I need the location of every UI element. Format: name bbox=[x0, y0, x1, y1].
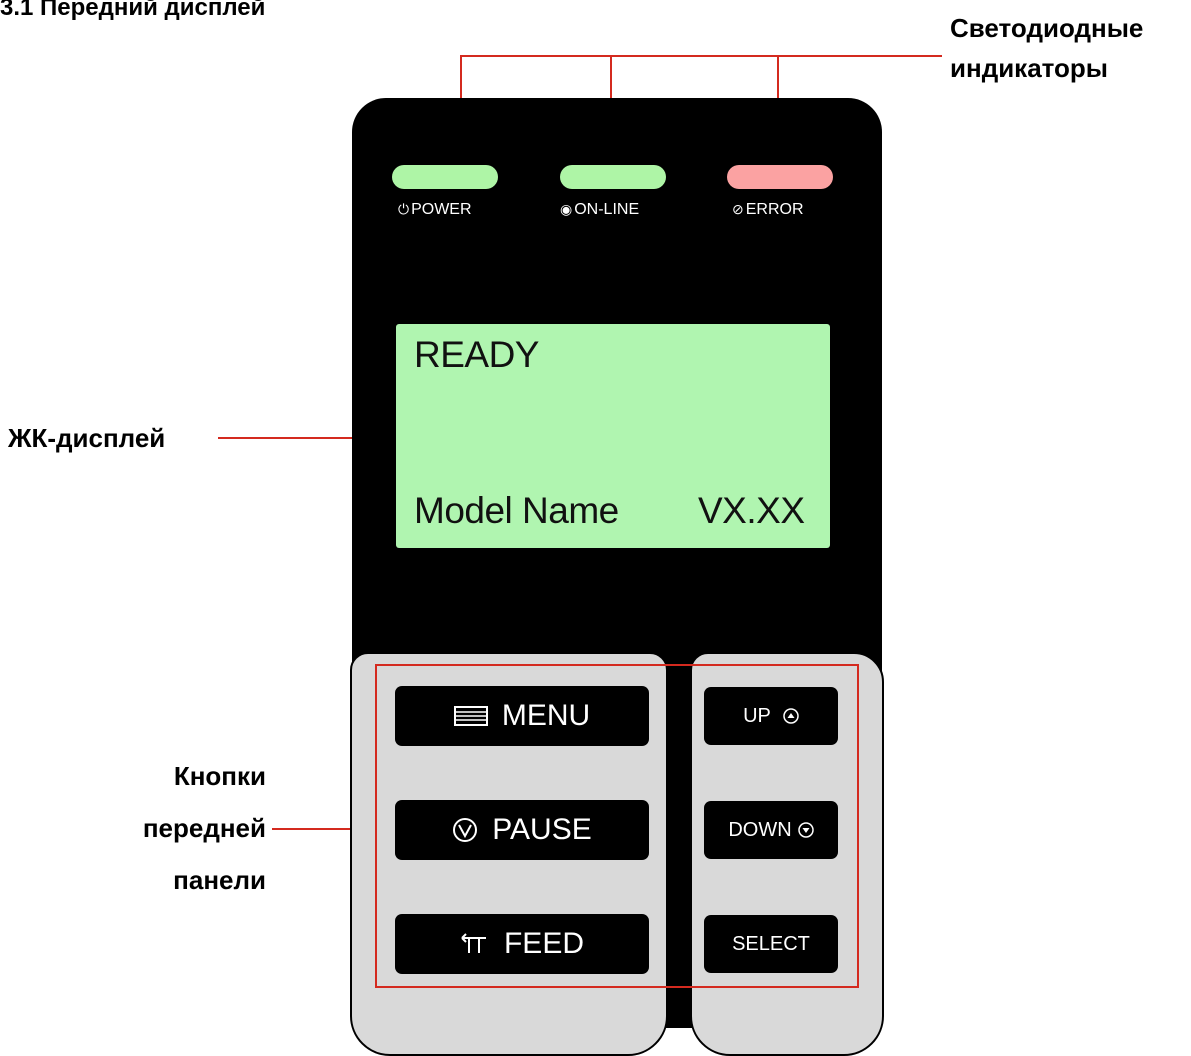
error-led bbox=[727, 165, 833, 189]
online-led bbox=[560, 165, 666, 189]
printer-front-panel: ⏻POWER ◉ON-LINE ⊘ERROR READY Model Name … bbox=[350, 98, 884, 1056]
menu-button[interactable]: MENU bbox=[395, 686, 649, 746]
led-callout-hline bbox=[460, 55, 942, 57]
buttons-callout-line1: Кнопки bbox=[173, 761, 266, 791]
led-callout-line2: индикаторы bbox=[950, 53, 1109, 83]
menu-icon bbox=[453, 706, 488, 726]
pause-icon bbox=[452, 817, 478, 843]
feed-icon bbox=[460, 933, 490, 955]
lcd-screen: READY Model Name VX.XX bbox=[396, 324, 830, 548]
led-callout-line1: Светодиодные bbox=[950, 13, 1144, 43]
error-led-label: ⊘ERROR bbox=[732, 201, 804, 218]
pause-button[interactable]: PAUSE bbox=[395, 800, 649, 860]
up-arrow-icon bbox=[783, 708, 799, 724]
down-button-label: DOWN bbox=[728, 818, 792, 841]
lcd-callout-line bbox=[218, 437, 398, 439]
power-led-label: ⏻POWER bbox=[398, 201, 472, 218]
select-button-label: SELECT bbox=[732, 932, 810, 955]
buttons-callout-line2: передней bbox=[142, 813, 266, 843]
power-icon: ⏻ bbox=[398, 201, 410, 217]
power-led bbox=[392, 165, 498, 189]
lcd-status-text: READY bbox=[414, 334, 539, 375]
buttons-callout-label: Кнопки передней панели bbox=[100, 756, 266, 900]
lcd-callout-label: ЖК-дисплей bbox=[8, 423, 166, 453]
lcd-version: VX.XX bbox=[698, 490, 805, 531]
select-button[interactable]: SELECT bbox=[704, 915, 838, 973]
pause-button-label: PAUSE bbox=[492, 813, 592, 846]
up-button-label: UP bbox=[743, 704, 771, 727]
error-icon: ⊘ bbox=[732, 201, 744, 217]
feed-button-label: FEED bbox=[503, 927, 584, 960]
buttons-callout-line bbox=[272, 828, 376, 830]
lcd-model-name: Model Name bbox=[414, 490, 619, 531]
buttons-callout-line3: панели bbox=[173, 865, 266, 895]
menu-button-label: MENU bbox=[501, 699, 591, 732]
section-heading: 3.1 Передний дисплей bbox=[0, 0, 266, 21]
down-arrow-icon bbox=[797, 822, 814, 838]
led-callout-label: Светодиодные индикаторы bbox=[950, 8, 1143, 88]
buttons-highlight-box bbox=[375, 664, 859, 988]
online-icon: ◉ bbox=[560, 201, 573, 217]
online-led-label: ◉ON-LINE bbox=[560, 201, 640, 218]
down-button[interactable]: DOWN bbox=[704, 801, 838, 859]
up-button[interactable]: UP bbox=[704, 687, 838, 745]
feed-button[interactable]: FEED bbox=[395, 914, 649, 974]
